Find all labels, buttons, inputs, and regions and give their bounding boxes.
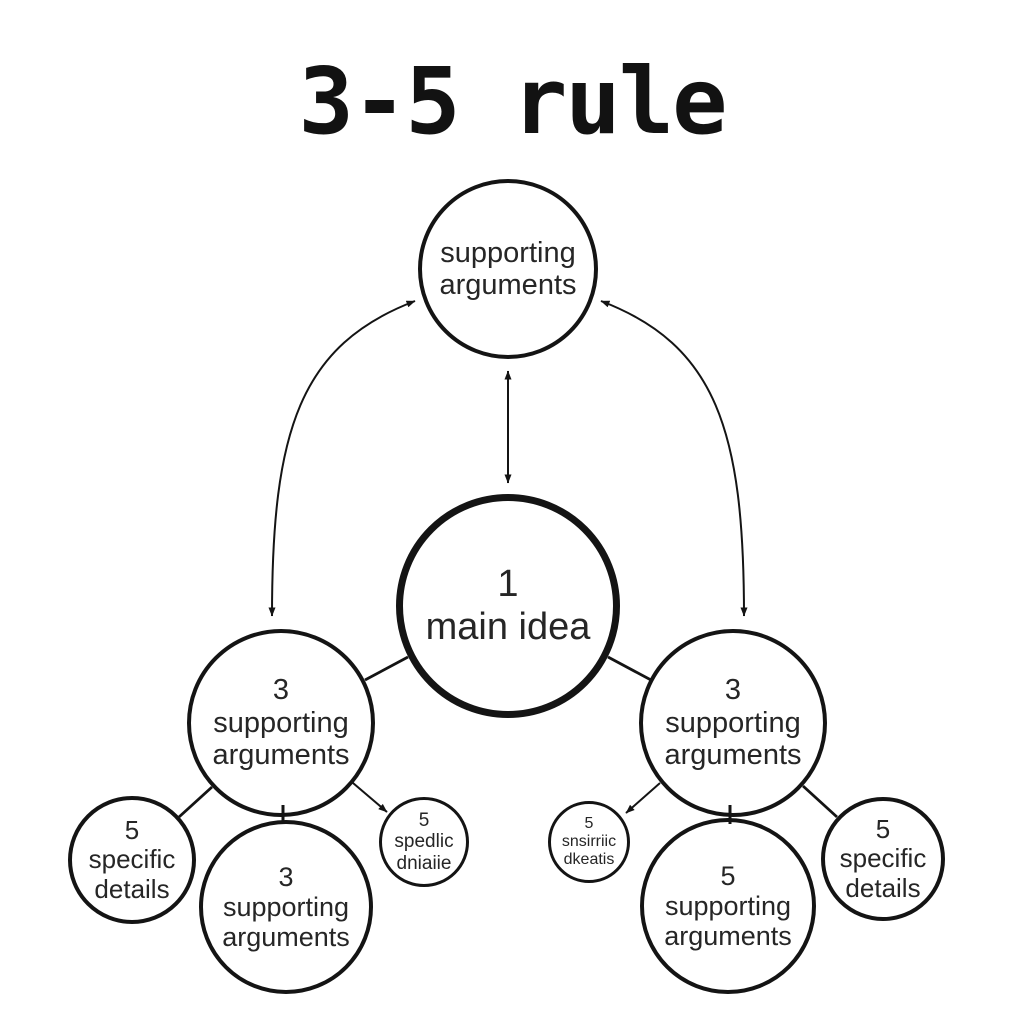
node-label-line: main idea — [425, 606, 591, 648]
line-main-to-left — [364, 655, 409, 682]
node-main-idea: 1 main idea — [396, 494, 620, 718]
node-number: 5 — [875, 814, 891, 845]
node-label-line: arguments — [664, 739, 802, 772]
line-right-to-far-right-details — [802, 784, 838, 819]
node-bottom-right-supporting-arguments: 5 supporting arguments — [640, 818, 816, 994]
arrow-left-to-top-curve — [268, 300, 416, 617]
node-far-left-specific-details: 5 specific details — [68, 796, 196, 924]
node-number: 3 — [272, 674, 290, 707]
node-number: 3 — [278, 861, 294, 892]
node-label-line: arguments — [212, 739, 350, 772]
node-label-line: supporting — [664, 890, 792, 921]
node-label-line: dniaiie — [396, 852, 452, 874]
node-number: 5 — [418, 810, 430, 832]
node-number: 5 — [720, 860, 736, 891]
node-far-right-specific-details: 5 specific details — [821, 797, 945, 921]
node-left-supporting-arguments: 3 supporting arguments — [187, 629, 375, 817]
arrow-right-to-small-right-details — [625, 782, 661, 814]
arrow-right-to-top-curve — [600, 300, 748, 617]
arrow-left-to-small-left-details — [352, 782, 388, 813]
node-label-line: spedlic — [394, 831, 454, 853]
node-label-line: snsirriic — [561, 833, 617, 851]
line-left-to-far-left-details — [178, 785, 213, 819]
node-label-line: details — [845, 872, 921, 903]
node-label-line: supporting — [440, 236, 576, 269]
node-label-line: supporting — [222, 891, 350, 922]
node-number: 5 — [124, 815, 140, 846]
node-label-line: specific — [88, 844, 176, 875]
line-main-to-right — [607, 655, 652, 682]
node-number: 5 — [584, 815, 594, 833]
node-right-supporting-arguments: 3 supporting arguments — [639, 629, 827, 817]
node-label-line: dkeatis — [563, 850, 615, 868]
node-label-line: arguments — [222, 922, 350, 953]
node-label-line: specific — [839, 843, 927, 874]
node-number: 3 — [724, 674, 742, 707]
node-label-line: supporting — [665, 706, 801, 739]
node-small-left-specific-details: 5 spedlic dniaiie — [379, 797, 469, 887]
node-label-line: supporting — [213, 706, 349, 739]
node-label-line: arguments — [439, 269, 577, 301]
node-number: 1 — [497, 563, 519, 606]
node-top-supporting-arguments: supporting arguments — [418, 179, 598, 359]
node-label-line: details — [94, 873, 170, 904]
node-bottom-left-supporting-arguments: 3 supporting arguments — [199, 820, 373, 994]
node-small-right-specific-details: 5 snsirriic dkeatis — [548, 801, 630, 883]
diagram-title: 3-5 rule — [298, 48, 727, 155]
node-label-line: arguments — [664, 921, 792, 952]
